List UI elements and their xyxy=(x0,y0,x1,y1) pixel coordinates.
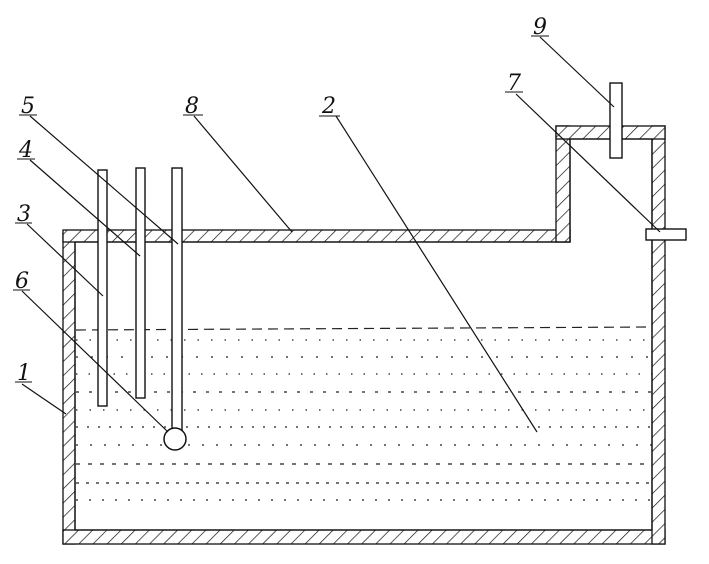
liquid-surface-line xyxy=(75,326,653,331)
leader-2 xyxy=(335,115,538,433)
probe-4 xyxy=(135,167,146,399)
label-3: 3 xyxy=(17,202,31,227)
leader-6 xyxy=(21,290,169,433)
probe-3 xyxy=(97,169,108,407)
label-6: 6 xyxy=(15,269,29,294)
label-7: 7 xyxy=(507,71,521,96)
tank-left-wall xyxy=(62,232,76,545)
tank-body xyxy=(62,125,666,545)
label-underlines xyxy=(13,35,549,383)
sensor-bulb-6 xyxy=(163,427,187,451)
label-4: 4 xyxy=(18,138,33,163)
leader-4 xyxy=(29,159,141,257)
vent-pipe-9 xyxy=(609,82,623,159)
label-5: 5 xyxy=(21,94,35,119)
side-fitting-7 xyxy=(645,228,687,241)
probe-5-tube xyxy=(171,167,183,431)
leader-9 xyxy=(539,36,615,108)
label-9: 9 xyxy=(533,15,547,40)
liquid-fill xyxy=(75,326,653,501)
label-2: 2 xyxy=(321,94,336,119)
leader-lines xyxy=(21,36,661,433)
label-8: 8 xyxy=(185,94,199,119)
leader-7 xyxy=(515,93,661,233)
tank-bottom-wall xyxy=(62,529,666,545)
label-1: 1 xyxy=(17,361,31,386)
leader-3 xyxy=(26,223,104,297)
tank-right-wall xyxy=(651,125,666,545)
leader-5 xyxy=(29,115,179,245)
leader-1 xyxy=(21,383,67,415)
leader-8 xyxy=(193,115,293,233)
